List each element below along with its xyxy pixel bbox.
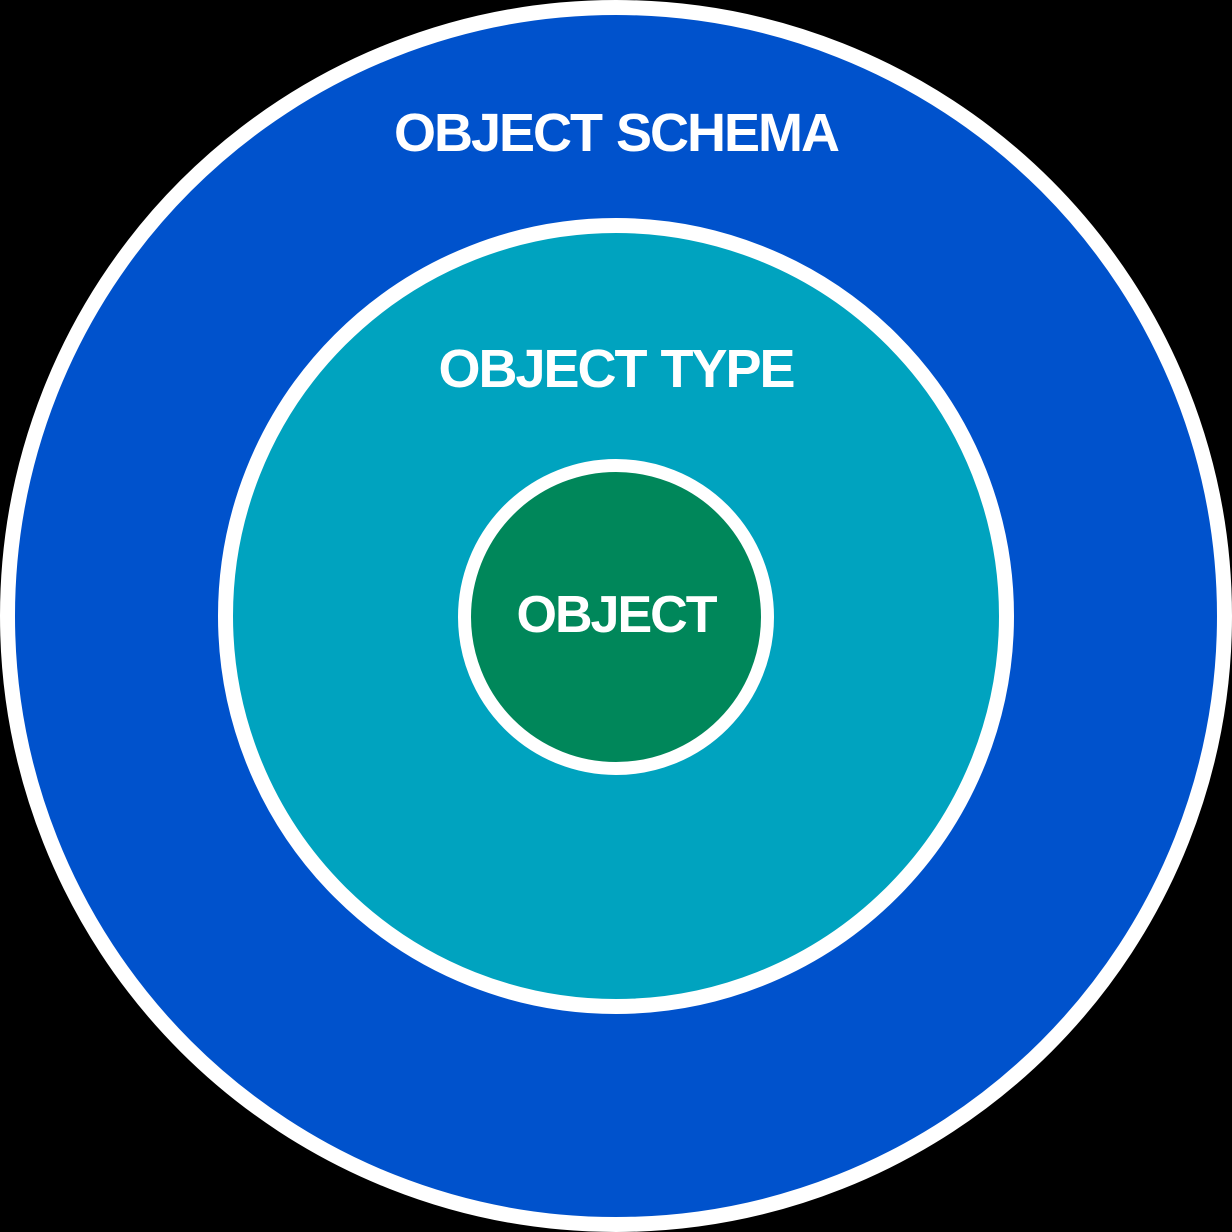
object-type-label: OBJECT TYPE [438,339,795,399]
object-label: OBJECT [516,586,718,644]
object-schema-label: OBJECT SCHEMA [393,103,840,163]
